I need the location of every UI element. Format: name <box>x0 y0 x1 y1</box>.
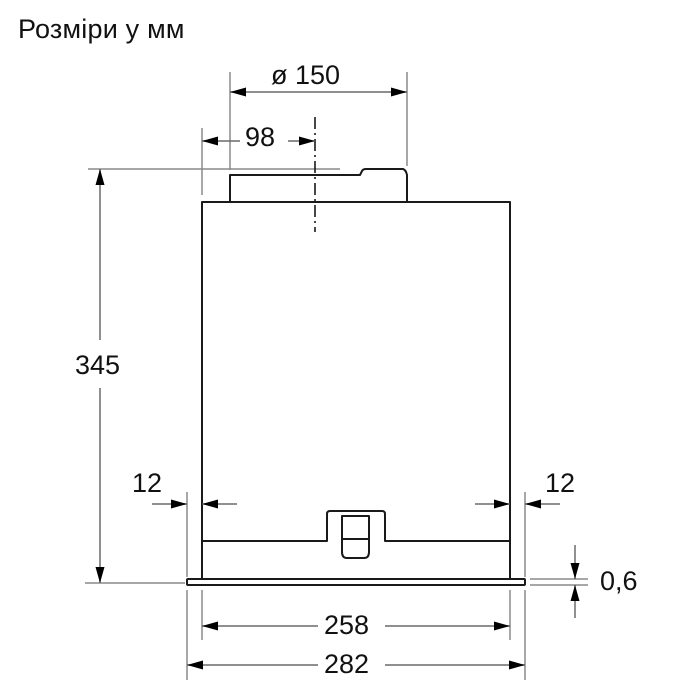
extension-lines <box>85 72 588 680</box>
dimension-lines <box>95 87 580 670</box>
dimension-duct-offset: 98 <box>245 122 276 152</box>
dimension-plate-thickness: 0,6 <box>600 566 638 596</box>
inner-panel-line <box>202 510 510 542</box>
dimension-outer-width: 282 <box>324 649 370 679</box>
grip-handle <box>341 515 370 559</box>
dimension-inner-width: 258 <box>324 610 370 640</box>
page-title: Розміри у мм <box>18 14 185 44</box>
dimension-duct-diameter: ø 150 <box>271 60 341 90</box>
bottom-plate <box>186 578 526 586</box>
dimension-left-margin: 12 <box>132 468 163 498</box>
dimension-right-margin: 12 <box>545 468 576 498</box>
duct-collar <box>229 168 408 203</box>
dimension-height: 345 <box>75 350 121 380</box>
hood-outline <box>186 168 526 586</box>
main-body <box>201 201 511 579</box>
